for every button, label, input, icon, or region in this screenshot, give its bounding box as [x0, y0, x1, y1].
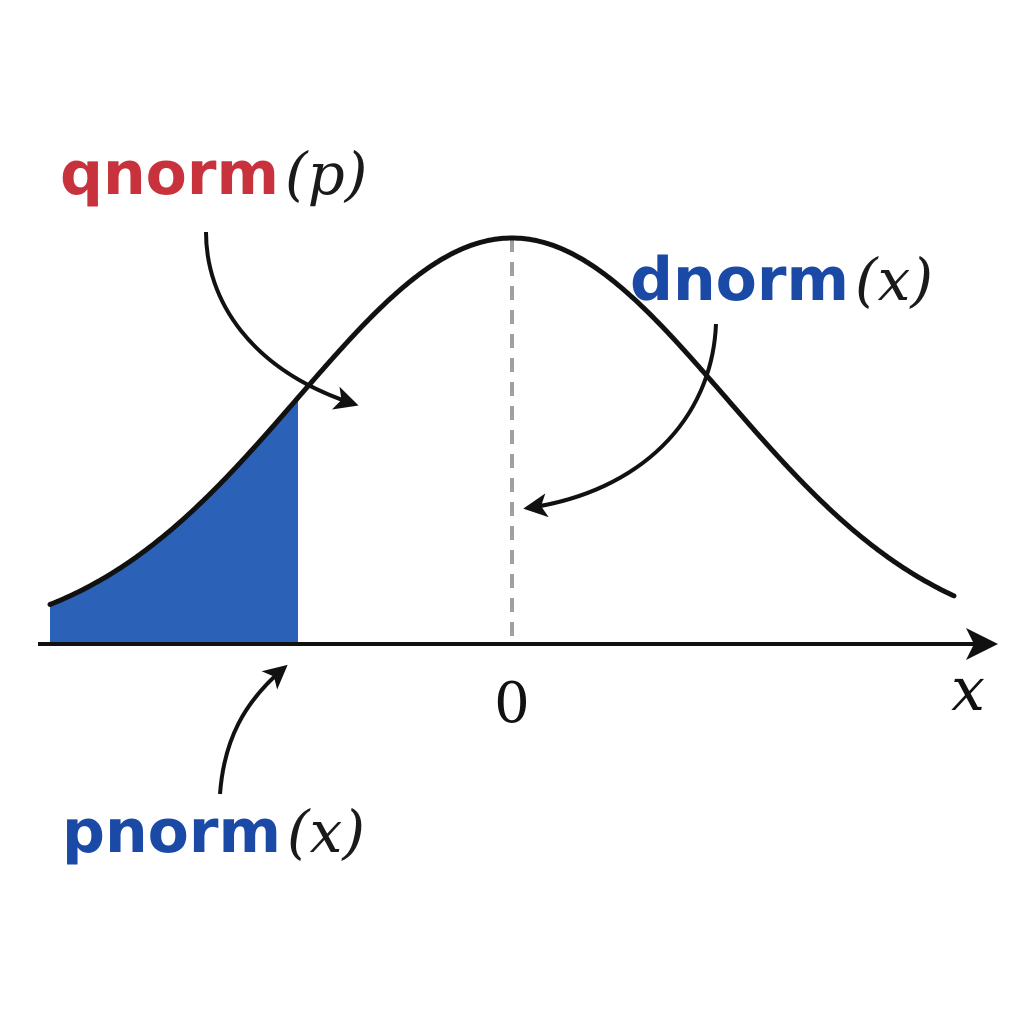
dnorm-label: dnorm(x): [630, 245, 933, 315]
qnorm-label: qnorm(p): [60, 139, 367, 209]
pnorm-arg: (x): [287, 798, 365, 866]
dnorm-arrow: [523, 323, 718, 518]
qnorm-name: qnorm: [60, 139, 279, 209]
pnorm-shaded-area: [50, 397, 298, 644]
qnorm-arg: (p): [285, 140, 367, 208]
pnorm-arrow: [218, 664, 288, 795]
pnorm-name: pnorm: [62, 797, 281, 867]
zero-tick-label: 0: [494, 671, 530, 736]
dnorm-arg: (x): [855, 246, 933, 314]
bell-curve: [47, 235, 957, 607]
qnorm-arrow: [204, 231, 359, 410]
dnorm-name: dnorm: [630, 245, 849, 315]
pnorm-label: pnorm(x): [62, 797, 365, 867]
x-axis-label: x: [951, 655, 985, 725]
x-axis-arrowhead: [966, 628, 998, 660]
